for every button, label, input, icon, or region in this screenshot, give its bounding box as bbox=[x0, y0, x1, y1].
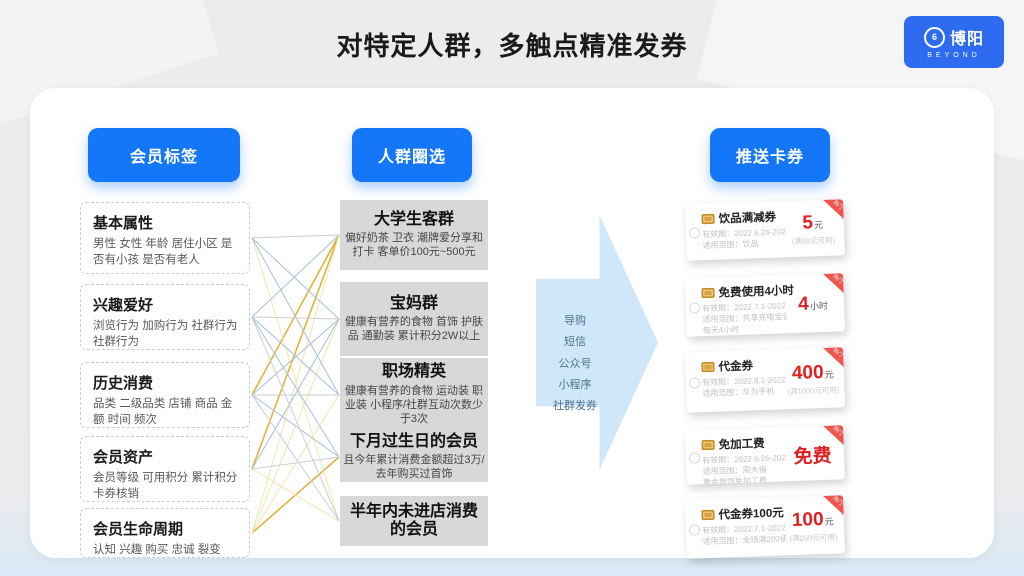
tag-description: 会员等级 可用积分 累计积分 卡券核销 bbox=[93, 472, 238, 501]
channel-label: 小程序 bbox=[558, 378, 592, 391]
audience-segment-box: 下月过生日的会员 且今年累计消费金额超过3万/去年购买过首饰 bbox=[340, 432, 488, 482]
coupon-scope-extra: 每天4小时 bbox=[702, 324, 740, 335]
coupon-value: 4 bbox=[797, 293, 810, 315]
coupon-list: 热门 饮品满减券 有效期：2022.6.26-2022.7.5 适用范围：饮品 … bbox=[685, 199, 846, 559]
channel-label: 社群发券 bbox=[553, 400, 597, 412]
coupon-notch bbox=[688, 524, 701, 536]
header-push-coupons-button[interactable]: 推送卡券 bbox=[710, 128, 830, 182]
segment-title: 半年内未进店消费的会员 bbox=[349, 502, 478, 538]
coupon-notch bbox=[688, 452, 701, 464]
member-tag-box: 会员资产 会员等级 可用积分 累计积分 卡券核销 bbox=[80, 436, 250, 502]
tag-description: 男性 女性 年龄 居住小区 是否有小孩 是否有老人 bbox=[93, 238, 233, 267]
audience-segment-box: 大学生客群 偏好奶茶 卫衣 潮牌爱分享和打卡 客单价100元~500元 bbox=[340, 200, 488, 270]
segment-title: 大学生客群 bbox=[373, 210, 454, 228]
coupon-name: 代金券 bbox=[718, 360, 754, 374]
coupon-unit: 元 bbox=[824, 516, 834, 527]
coupon-name: 免费使用4小时 bbox=[718, 284, 795, 300]
segment-title: 职场精英 bbox=[381, 363, 446, 381]
tag-title: 会员资产 bbox=[93, 449, 154, 466]
segment-title: 宝妈群 bbox=[389, 294, 438, 312]
tag-title: 会员生命周期 bbox=[93, 521, 184, 538]
member-tag-box: 历史消费 品类 二级品类 店铺 商品 金额 时间 频次 bbox=[80, 362, 250, 428]
coupon-card: 热门 代金券100元 有效期：2022.7.1-2022.7.5 适用范围：全场… bbox=[685, 495, 845, 559]
segment-description: 健康有营养的食物 运动装 职业装 小程序/社群互动次数少于3次 bbox=[344, 384, 484, 426]
coupon-card: 热门 代金券 有效期：2022.8.1-2022.8.31 适用范围：华为手机 … bbox=[685, 347, 845, 413]
coupon-name: 免加工费 bbox=[718, 438, 765, 452]
ticket-icon bbox=[701, 439, 715, 451]
tag-title: 历史消费 bbox=[93, 375, 154, 392]
brand-name: 博阳 bbox=[949, 31, 984, 48]
member-tag-box: 兴趣爱好 浏览行为 加购行为 社群行为 社群行为 bbox=[80, 284, 250, 350]
page-title: 对特定人群，多触点精准发券 bbox=[336, 31, 688, 61]
member-tag-box: 基本属性 男性 女性 年龄 居住小区 是否有小孩 是否有老人 bbox=[80, 202, 250, 274]
coupon-name: 代金券100元 bbox=[718, 507, 784, 522]
coupon-card: 热门 免加工费 有效期：2022.6.26-2022.7.05 适用范围：周大福… bbox=[685, 425, 845, 485]
tag-title: 基本属性 bbox=[93, 215, 154, 232]
coupon-condition: (满1000元可用) bbox=[787, 385, 840, 397]
segment-title: 下月过生日的会员 bbox=[349, 432, 478, 450]
segment-description: 健康有营养的食物 首饰 护肤品 通勤装 累计积分2W以上 bbox=[344, 315, 484, 343]
tag-description: 认知 兴趣 购买 忠诚 裂变 bbox=[93, 544, 221, 556]
tag-description: 浏览行为 加购行为 社群行为 社群行为 bbox=[93, 320, 238, 349]
audience-segment-box: 宝妈群 健康有营养的食物 首饰 护肤品 通勤装 累计积分2W以上 bbox=[340, 282, 488, 356]
member-tag-box: 会员生命周期 认知 兴趣 购买 忠诚 裂变 bbox=[80, 508, 250, 558]
coupon-condition: (满200元可用) bbox=[789, 532, 838, 544]
audience-segment-box: 职场精英 健康有营养的食物 运动装 职业装 小程序/社群互动次数少于3次 bbox=[340, 358, 488, 432]
coupon-value: 免费 bbox=[793, 445, 832, 468]
ribbon-text: 热门 bbox=[831, 347, 844, 359]
channel-label: 短信 bbox=[564, 336, 586, 349]
coupon-value: 5 bbox=[802, 212, 814, 234]
coupon-name: 饮品满减券 bbox=[718, 211, 777, 226]
ticket-icon bbox=[701, 213, 715, 225]
audience-segment-box: 半年内未进店消费的会员 bbox=[340, 496, 488, 546]
ticket-icon bbox=[701, 287, 715, 299]
coupon-value: 100 bbox=[791, 508, 824, 532]
coupon-notch bbox=[688, 227, 701, 239]
brand-logo: 6 博阳 BEYOND bbox=[904, 16, 1004, 68]
ticket-icon bbox=[701, 509, 715, 521]
coupon-scope: 适用范围：华为手机 bbox=[702, 386, 775, 398]
coupon-card: 热门 免费使用4小时 有效期：2022.7.1-2022.7.31 适用范围：共… bbox=[685, 273, 845, 337]
coupon-scope: 适用范围：饮品 bbox=[702, 239, 759, 250]
member-tag-list: 基本属性 男性 女性 年龄 居住小区 是否有小孩 是否有老人 兴趣爱好 浏览行为… bbox=[80, 202, 252, 558]
ticket-icon bbox=[701, 361, 715, 373]
ribbon-text: 热门 bbox=[832, 495, 844, 507]
brand-subtitle: BEYOND bbox=[927, 52, 981, 59]
coupon-notch bbox=[688, 302, 701, 314]
coupon-condition: (满88元可用) bbox=[791, 235, 836, 247]
coupon-unit: 小时 bbox=[809, 300, 829, 312]
header-member-tags-button[interactable]: 会员标签 bbox=[88, 128, 240, 182]
coupon-notch bbox=[688, 377, 701, 389]
coupon-value: 400 bbox=[791, 361, 824, 385]
tag-description: 品类 二级品类 店铺 商品 金额 时间 频次 bbox=[93, 398, 233, 427]
coupon-scope: 适用范围：全场满200使用 bbox=[702, 534, 787, 546]
ribbon-text: 热门 bbox=[832, 273, 844, 285]
channel-label: 公众号 bbox=[558, 357, 592, 370]
ribbon-text: 热门 bbox=[832, 199, 844, 211]
beyond-ring-icon: 6 bbox=[923, 26, 945, 48]
coupon-unit: 元 bbox=[824, 369, 834, 380]
segment-description: 且今年累计消费金额超过3万/去年购买过首饰 bbox=[343, 453, 485, 481]
ribbon-text: 热门 bbox=[832, 425, 844, 437]
tag-title: 兴趣爱好 bbox=[93, 297, 154, 314]
channel-label: 导购 bbox=[564, 315, 586, 327]
audience-segment-list: 大学生客群 偏好奶茶 卫衣 潮牌爱分享和打卡 客单价100元~500元 宝妈群 … bbox=[340, 200, 488, 558]
channel-label-list: 导购短信公众号小程序社群发券 bbox=[536, 312, 614, 416]
segment-description: 偏好奶茶 卫衣 潮牌爱分享和打卡 客单价100元~500元 bbox=[344, 231, 484, 259]
coupon-card: 热门 饮品满减券 有效期：2022.6.26-2022.7.5 适用范围：饮品 … bbox=[685, 199, 845, 261]
header-audience-selection-button[interactable]: 人群圈选 bbox=[352, 128, 472, 182]
coupon-unit: 元 bbox=[813, 219, 824, 231]
